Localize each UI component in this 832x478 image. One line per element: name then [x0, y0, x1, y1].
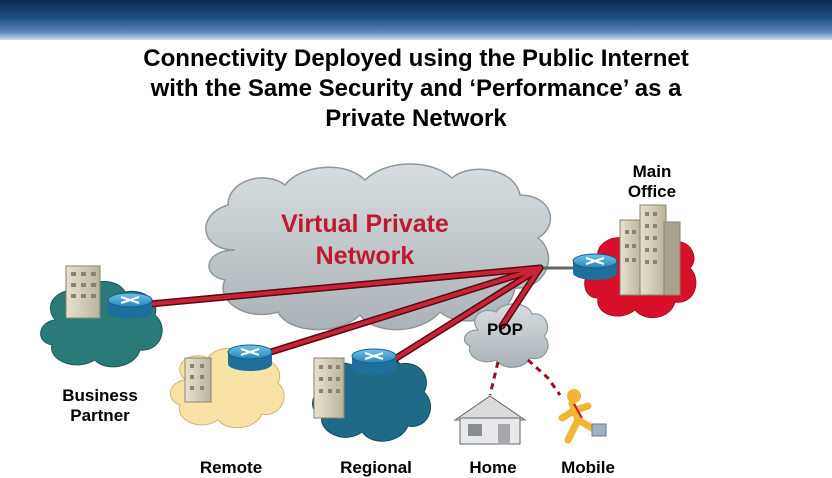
remote-label: Remote	[199, 458, 263, 477]
vpn-label-line-2: Network	[315, 242, 415, 270]
regional-building-icon	[313, 357, 345, 419]
title-line-1: Connectivity Deployed using the Public I…	[143, 45, 689, 72]
pop-cloud	[463, 303, 549, 368]
vpn-cloud-label: Virtual Private Network	[250, 208, 480, 272]
mobile-worker-icon	[558, 389, 607, 444]
main-office-line-1: Main	[632, 162, 672, 181]
main-office-line-2: Office	[627, 182, 677, 201]
home-label: Home	[469, 458, 517, 477]
title-line-3: Private Network	[325, 105, 507, 132]
regional-label: Regional	[340, 458, 412, 477]
business-partner-line-2: Partner	[70, 406, 130, 425]
pop-label: POP	[487, 320, 523, 339]
regional-router-icon	[351, 348, 397, 375]
main-office-building-icon	[619, 204, 681, 296]
pop-links	[488, 358, 562, 396]
header-banner	[0, 0, 832, 40]
business-partner-building-icon	[65, 265, 101, 319]
mobile-label: Mobile	[561, 458, 615, 477]
business-partner-router-icon	[107, 292, 153, 319]
house-icon	[453, 395, 527, 445]
remote-router-icon	[227, 344, 273, 371]
title-line-2: with the Same Security and ‘Performance’…	[150, 75, 682, 102]
remote-building-icon	[184, 357, 212, 403]
vpn-label-line-1: Virtual Private	[281, 210, 449, 238]
network-diagram	[40, 163, 697, 445]
main-office-label: Main Office	[612, 162, 692, 202]
business-partner-line-1: Business	[62, 386, 138, 405]
business-partner-label: Business Partner	[50, 386, 150, 426]
main-office-router-icon	[572, 253, 618, 280]
page-title: Connectivity Deployed using the Public I…	[60, 44, 772, 134]
